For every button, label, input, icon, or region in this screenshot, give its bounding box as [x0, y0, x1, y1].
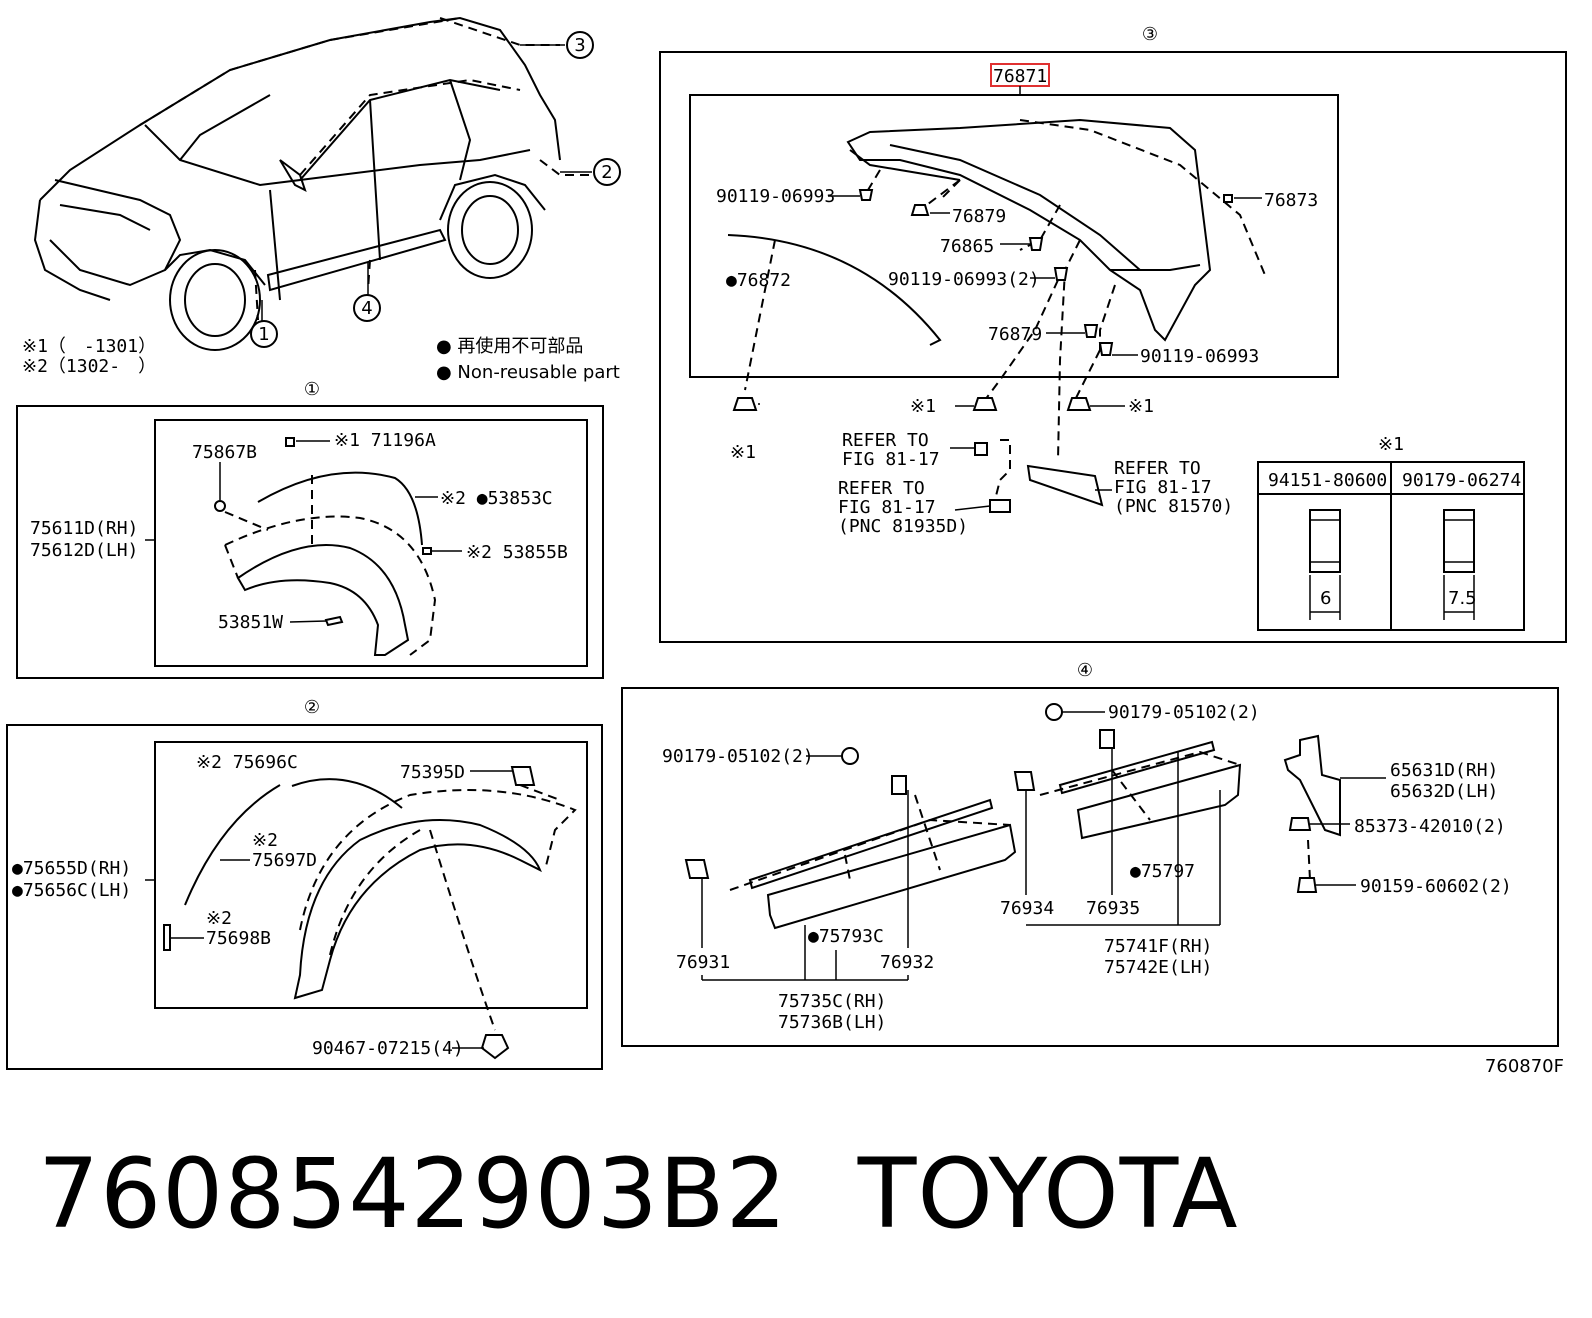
part-75611d: 75611D(RH) — [30, 518, 138, 539]
section-1-label: ① — [304, 379, 320, 400]
refer-2-line-3: (PNC 81935D) — [838, 516, 968, 537]
part-71196a: ※1 71196A — [334, 430, 436, 451]
callout-1-ring — [250, 320, 278, 348]
part-90119-06993-a: 90119-06993 — [716, 186, 835, 207]
callout-1-overview: 1 — [258, 324, 269, 345]
note-x1-a: ※1 — [910, 396, 936, 417]
nut-icon-2 — [1443, 509, 1475, 620]
section-2-inner-frame — [154, 741, 588, 1009]
rear-fender-flare — [184, 778, 577, 1031]
footer-part-number: 7608542903B2 — [38, 1138, 788, 1250]
part-75736b: 75736B(LH) — [778, 1012, 886, 1033]
table-note: ※1 — [1378, 434, 1404, 455]
note-75697d: ※2 — [252, 830, 278, 851]
legend-english: ● Non-reusable part — [436, 362, 620, 383]
table-col-1: 94151-80600 — [1268, 470, 1387, 491]
table-col-2: 90179-06274 — [1402, 470, 1521, 491]
rear-spoiler — [846, 118, 1266, 342]
refer-1-line-2: FIG 81-17 — [842, 449, 940, 470]
part-53855b: ※2 53855B — [466, 542, 568, 563]
callout-4-overview: 4 — [361, 298, 372, 319]
refer-1-line-1: REFER TO — [842, 430, 929, 451]
part-76873: 76873 — [1264, 190, 1318, 211]
part-90159-60602: 90159-60602(2) — [1360, 876, 1512, 897]
section-1-inner-frame — [154, 419, 588, 667]
table-dim-1: 6 — [1320, 588, 1331, 609]
callout-4-ring — [353, 294, 381, 322]
part-76879-b: 76879 — [988, 324, 1042, 345]
part-75735c: 75735C(RH) — [778, 991, 886, 1012]
part-75867b: 75867B — [192, 442, 257, 463]
callout-2-overview: 2 — [601, 162, 612, 183]
part-90119-06993-b: 90119-06993(2) — [888, 269, 1040, 290]
part-65632d: 65632D(LH) — [1390, 781, 1498, 802]
callout-2-ring — [593, 158, 621, 186]
part-75655d: ●75655D(RH) — [12, 858, 131, 879]
note-x1-c: ※1 — [730, 442, 756, 463]
refer-2-line-1: REFER TO — [838, 478, 925, 499]
part-90179-05102-a: 90179-05102(2) — [662, 746, 814, 767]
footer-caption: 7608542903B2 TOYOTA — [38, 1138, 1238, 1250]
part-75656c: ●75656C(LH) — [12, 880, 131, 901]
part-76865: 76865 — [940, 236, 994, 257]
part-75696c: ※2 75696C — [196, 752, 298, 773]
seal-76872 — [727, 234, 942, 346]
section-4-frame — [621, 687, 1559, 1047]
rocker-moulding-front — [729, 794, 1017, 930]
nut-icon-1 — [1309, 509, 1341, 620]
callout-3-ring — [566, 31, 594, 59]
refer-2-line-2: FIG 81-17 — [838, 497, 936, 518]
part-76872: ●76872 — [726, 270, 791, 291]
part-75793c: ●75793C — [808, 926, 884, 947]
part-90467-07215: 90467-07215(4) — [312, 1038, 464, 1059]
part-65631d: 65631D(RH) — [1390, 760, 1498, 781]
note-1: ※1（ -1301） — [22, 336, 156, 357]
part-90179-05102-b: 90179-05102(2) — [1108, 702, 1260, 723]
part-53851w: 53851W — [218, 612, 283, 633]
part-75741f: 75741F(RH) — [1104, 936, 1212, 957]
mudguard-bracket — [1283, 734, 1341, 881]
part-53853c: ※2 ●53853C — [440, 488, 553, 509]
section-3-label: ③ — [1142, 24, 1158, 45]
section-4-label: ④ — [1077, 660, 1093, 681]
figure-id: 760870F — [1485, 1056, 1564, 1077]
part-75612d: 75612D(LH) — [30, 540, 138, 561]
part-75395d: 75395D — [400, 762, 465, 783]
refer-3-line-1: REFER TO — [1114, 458, 1201, 479]
part-76932: 76932 — [880, 952, 934, 973]
part-76934: 76934 — [1000, 898, 1054, 919]
note-75698b: ※2 — [206, 908, 232, 929]
note-2: ※2（1302- ） — [22, 356, 156, 377]
table-dim-2: 7.5 — [1448, 588, 1477, 609]
section-2-label: ② — [304, 697, 320, 718]
front-fender-flare — [224, 471, 437, 656]
part-76931: 76931 — [676, 952, 730, 973]
part-76879-a: 76879 — [952, 206, 1006, 227]
legend-japanese: ● 再使用不可部品 — [436, 336, 583, 357]
part-90119-06993-c: 90119-06993 — [1140, 346, 1259, 367]
part-75697d: 75697D — [252, 850, 317, 871]
rocker-moulding-rear — [1039, 740, 1242, 840]
note-x1-b: ※1 — [1128, 396, 1154, 417]
section-1-frame — [16, 405, 604, 679]
refer-3-line-3: (PNC 81570) — [1114, 496, 1233, 517]
section-3-inner-frame — [689, 94, 1339, 378]
footer-brand: TOYOTA — [857, 1138, 1239, 1250]
part-75698b: 75698B — [206, 928, 271, 949]
part-75797: ●75797 — [1130, 861, 1195, 882]
section-2-frame — [6, 724, 603, 1070]
part-76871: 76871 — [993, 66, 1047, 87]
refer-3-line-2: FIG 81-17 — [1114, 477, 1212, 498]
callout-3-overview: 3 — [574, 35, 585, 56]
vehicle-overview — [33, 16, 592, 351]
section-3-frame — [659, 51, 1567, 643]
part-76935: 76935 — [1086, 898, 1140, 919]
part-75742e: 75742E(LH) — [1104, 957, 1212, 978]
part-85373-42010: 85373-42010(2) — [1354, 816, 1506, 837]
